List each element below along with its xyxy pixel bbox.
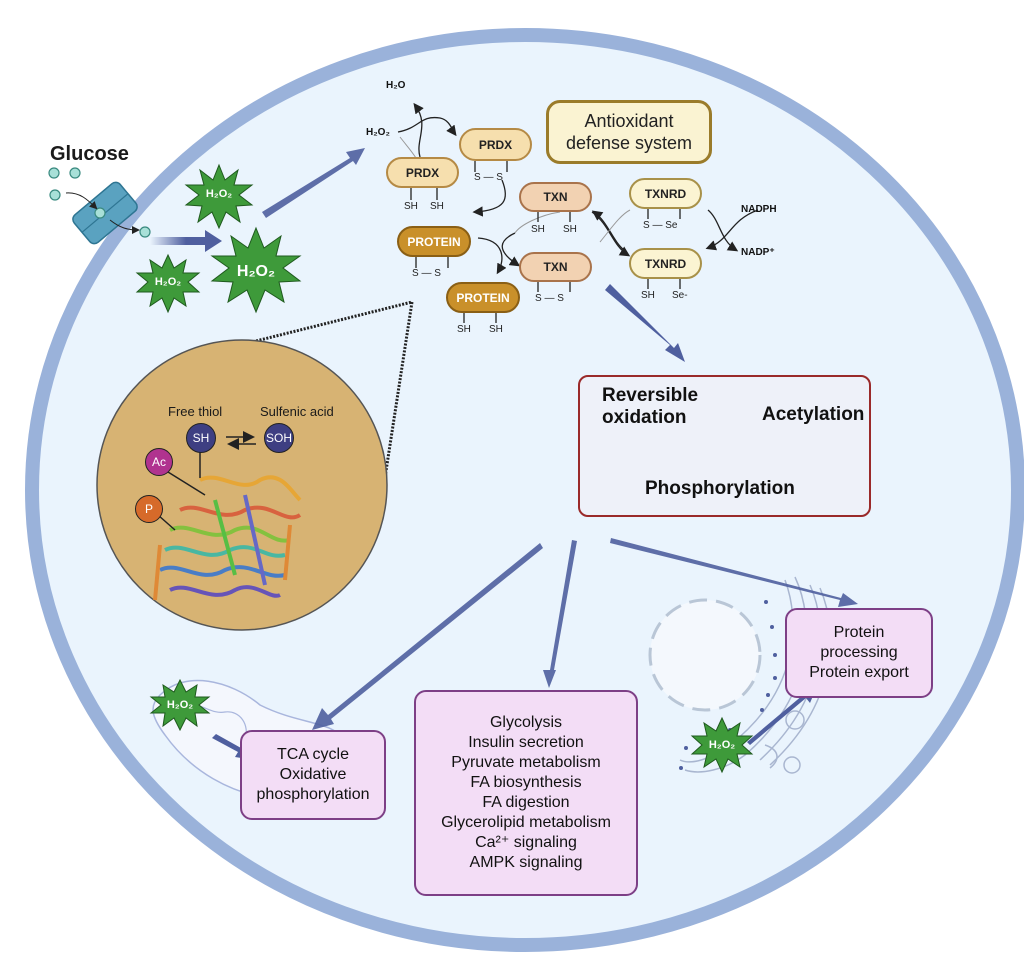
flow-arrows (150, 148, 858, 760)
pathway-item: Oxidative (279, 766, 347, 783)
pathway-item: Insulin secretion (468, 734, 584, 751)
reversible-oxidation-line1: Reversible (602, 385, 699, 406)
txn-reduced: TXN (519, 182, 592, 212)
nadph-label: NADPH (741, 204, 777, 215)
txn-reduced-right: SH (563, 224, 577, 235)
txnrd-reduced-left: SH (641, 290, 655, 301)
protein-structure (153, 475, 302, 601)
protein-oxidized-bond: S — S (412, 268, 441, 279)
free-thiol-label: Free thiol (168, 404, 223, 419)
h2o2-label: H₂O₂ (154, 276, 182, 288)
h2o2-label: H₂O₂ (708, 739, 736, 751)
reversible-oxidation-label: Reversible oxidation (602, 385, 698, 429)
txnrd-oxidized: TXNRD (629, 178, 702, 209)
txnrd-oxidized-bond: S — Se (643, 220, 678, 231)
prdx-reduced: PRDX (386, 157, 459, 188)
mitochondria-pathway-box: TCA cycle Oxidative phosphorylation (240, 730, 386, 820)
pathway-item: Ca²⁺ signaling (475, 834, 577, 851)
txnrd-reduced: TXNRD (629, 248, 702, 279)
protein-reduced-right: SH (489, 324, 503, 335)
ptm-crosstalk-box (578, 375, 871, 517)
txn-reduced-left: SH (531, 224, 545, 235)
protein-oxidized: PROTEIN (397, 226, 471, 257)
antioxidant-title-line2: defense system (565, 133, 693, 153)
pathway-item: FA biosynthesis (470, 774, 582, 791)
txnrd-reduced-right: Se- (672, 290, 688, 301)
pathway-item: Glycolysis (489, 714, 562, 731)
pathway-item: phosphorylation (256, 786, 370, 803)
pathway-item: TCA cycle (276, 746, 349, 763)
h2o-label: H₂O (386, 80, 406, 91)
nadp-label: NADP⁺ (741, 247, 775, 258)
txn-oxidized: TXN (519, 252, 592, 282)
protein-reduced-left: SH (457, 324, 471, 335)
h2o2-label: H₂O₂ (236, 263, 276, 280)
soh-group: SOH (264, 423, 294, 453)
h2o2-stars (135, 163, 754, 774)
h2o2-label: H₂O₂ (166, 699, 194, 711)
er-pathway-box: Protein processing Protein export (785, 608, 933, 698)
prdx-oxidized-bond: S — S (474, 172, 503, 183)
pathway-item: Pyruvate metabolism (451, 754, 601, 771)
prdx-reduced-right: SH (430, 201, 444, 212)
pathway-item: AMPK signaling (469, 854, 583, 871)
glucose-molecules (48, 167, 151, 238)
sh-group: SH (186, 423, 216, 453)
acetyl-group: Ac (145, 448, 173, 476)
h2o2-substrate-label: H₂O₂ (366, 127, 390, 138)
phosphate-group: P (135, 495, 163, 523)
acetylation-label: Acetylation (762, 404, 865, 425)
pathway-item: Glycerolipid metabolism (441, 814, 611, 831)
antioxidant-title-line1: Antioxidant (584, 111, 674, 131)
pathway-item: Protein export (809, 664, 909, 681)
pathway-item: Protein (833, 624, 885, 641)
prdx-reduced-left: SH (404, 201, 418, 212)
antioxidant-defense-title: Antioxidant defense system (546, 100, 712, 164)
sulfenic-acid-label: Sulfenic acid (260, 404, 334, 419)
prdx-oxidized: PRDX (459, 128, 532, 161)
phosphorylation-label: Phosphorylation (645, 478, 795, 499)
pathway-item: FA digestion (482, 794, 570, 811)
txn-oxidized-bond: S — S (535, 293, 564, 304)
reversible-oxidation-line2: oxidation (602, 407, 687, 428)
metabolism-pathway-box: Glycolysis Insulin secretion Pyruvate me… (414, 690, 638, 896)
reaction-arrows (397, 102, 759, 275)
nucleus (648, 598, 762, 712)
h2o2-label: H₂O₂ (205, 188, 233, 200)
pathway-item: processing (820, 644, 898, 661)
protein-reduced: PROTEIN (446, 282, 520, 313)
glucose-label: Glucose (50, 143, 129, 165)
